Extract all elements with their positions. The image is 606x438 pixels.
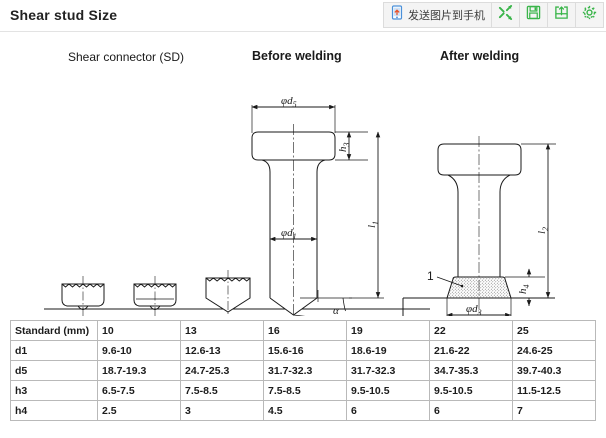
table-cell: 18.6-19 (346, 340, 430, 361)
table-cell: 6.5-7.5 (97, 380, 181, 401)
table-cell: 24.6-25 (512, 340, 596, 361)
share-button[interactable] (548, 3, 576, 27)
send-to-phone-button[interactable]: 发送图片到手机 (384, 3, 492, 27)
table-cell: 7 (512, 400, 596, 421)
shear-connector-profiles (44, 270, 430, 316)
gear-icon (582, 5, 597, 25)
table-cell: 18.7-19.3 (97, 360, 181, 381)
table-cell: 7.5-8.5 (263, 380, 347, 401)
technical-drawing: Shear connector (SD) Before welding Afte… (0, 32, 606, 316)
table-cell: 9.6-10 (97, 340, 181, 361)
label-total-length-after: l2 (536, 227, 550, 234)
table-cell: 34.7-35.3 (429, 360, 513, 381)
connector-profile-3 (205, 270, 251, 316)
save-button[interactable] (520, 3, 548, 27)
heading-after-welding: After welding (440, 49, 520, 63)
send-to-phone-label: 发送图片到手机 (408, 9, 485, 22)
connector-profile-2 (133, 276, 177, 316)
table-cell: 7.5-8.5 (180, 380, 264, 401)
phone-upload-icon (390, 5, 404, 25)
table-row-label: d1 (10, 340, 98, 361)
toolbar: 发送图片到手机 (383, 2, 604, 28)
table-cell: 22 (429, 320, 513, 341)
shuffle-icon (498, 5, 513, 25)
table-cell: 31.7-32.3 (263, 360, 347, 381)
table-row-label: Standard (mm) (10, 320, 98, 341)
table-row-label: d5 (10, 360, 98, 381)
table-cell: 4.5 (263, 400, 347, 421)
app-header: Shear stud Size 发送图片到手机 (0, 0, 606, 32)
connector-profile-1 (61, 276, 105, 316)
before-welding-drawing (251, 104, 384, 316)
table-cell: 10 (97, 320, 181, 341)
table-cell: 21.6-22 (429, 340, 513, 361)
drawing-canvas: φd5 φd1 h3 l1 α 1 φd3 (44, 95, 556, 316)
label-weld-height: h4 (517, 285, 531, 295)
table-cell: 9.5-10.5 (429, 380, 513, 401)
table-cell: 3 (180, 400, 264, 421)
heading-shear-connector: Shear connector (SD) (68, 50, 185, 64)
heading-before-welding: Before welding (252, 49, 342, 63)
table-cell: 9.5-10.5 (346, 380, 430, 401)
shuffle-button[interactable] (492, 3, 520, 27)
table-row-label: h4 (10, 400, 98, 421)
label-head-height: h3 (337, 143, 351, 153)
settings-button[interactable] (576, 3, 603, 27)
table-cell: 16 (263, 320, 347, 341)
table-cell: 11.5-12.5 (512, 380, 596, 401)
label-weld-diameter: φd3 (466, 303, 482, 316)
page-title: Shear stud Size (10, 7, 118, 23)
table-cell: 6 (346, 400, 430, 421)
label-weld-callout: 1 (427, 269, 434, 283)
after-welding-drawing (402, 136, 556, 316)
table-cell: 15.6-16 (263, 340, 347, 361)
table-row-label: h3 (10, 380, 98, 401)
label-shank-diameter: φd1 (281, 227, 297, 241)
table-cell: 31.7-32.3 (346, 360, 430, 381)
table-cell: 19 (346, 320, 430, 341)
table-cell: 2.5 (97, 400, 181, 421)
label-head-diameter: φd5 (281, 95, 297, 109)
table-cell: 39.7-40.3 (512, 360, 596, 381)
label-angle: α (333, 305, 339, 316)
share-icon (554, 5, 569, 25)
label-total-length-before: l1 (366, 221, 380, 228)
table-cell: 25 (512, 320, 596, 341)
table-cell: 6 (429, 400, 513, 421)
table-cell: 24.7-25.3 (180, 360, 264, 381)
table-cell: 13 (180, 320, 264, 341)
table-cell: 12.6-13 (180, 340, 264, 361)
save-icon (526, 5, 541, 25)
